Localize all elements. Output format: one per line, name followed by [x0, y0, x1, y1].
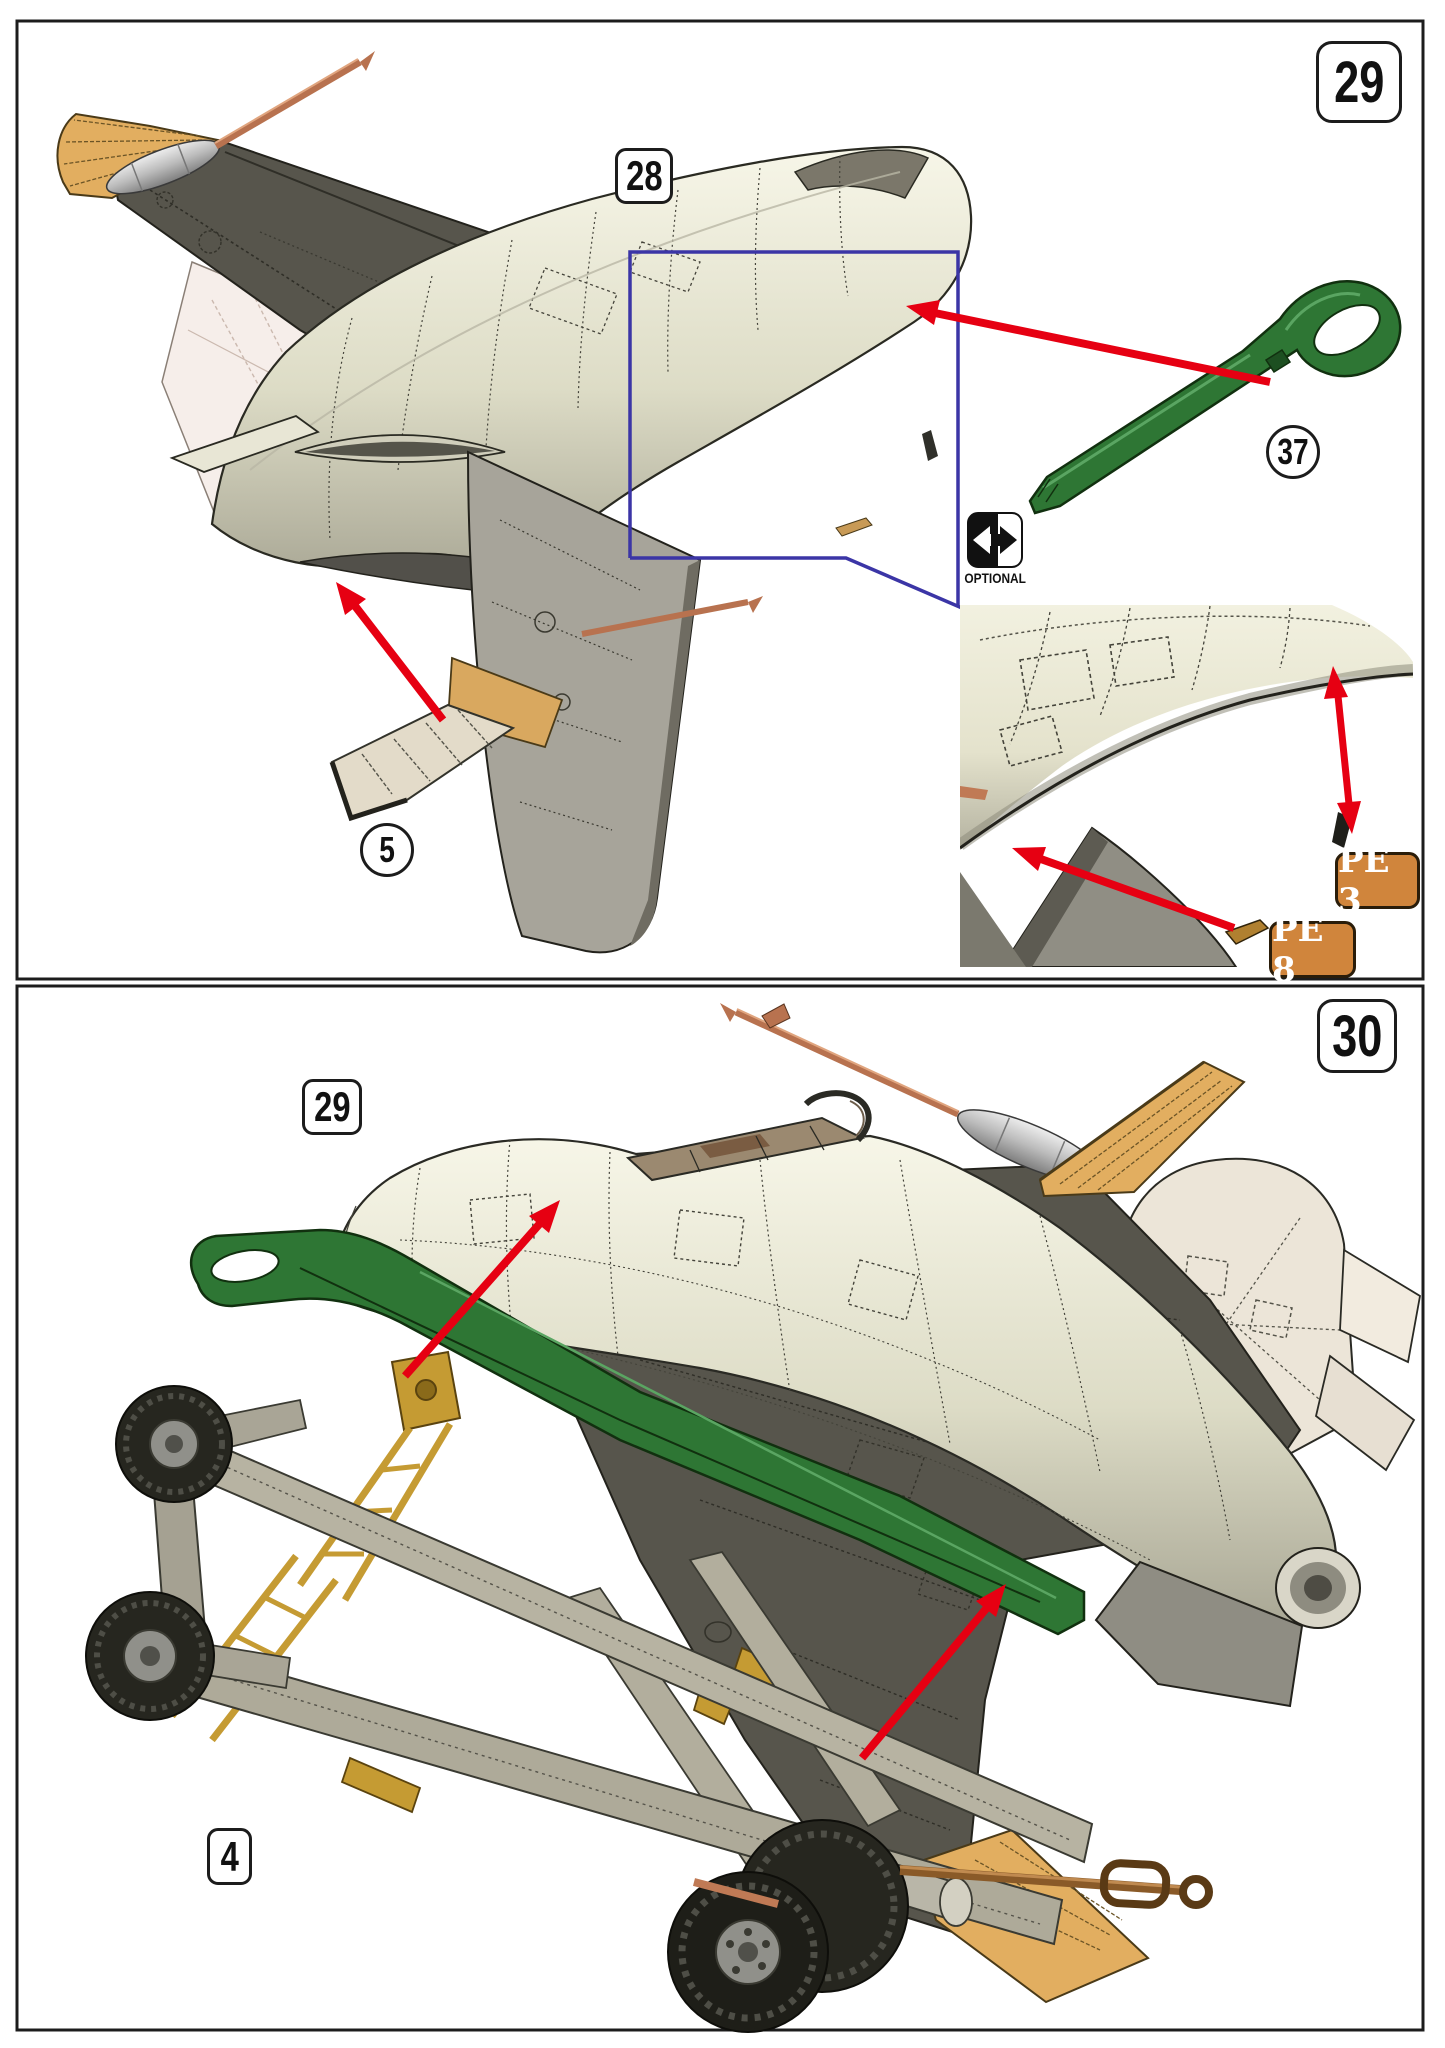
arrow-pe3: [1324, 666, 1361, 834]
callout-part-37: 37: [1266, 425, 1320, 479]
nose-blade: [169, 414, 320, 473]
green-strap: [189, 1228, 1086, 1636]
optional-icon: [967, 512, 1023, 568]
pitot-tube-2: [720, 1003, 960, 1118]
arrow-strap-to-cockpit: [402, 1200, 560, 1379]
callout-part-4: 4: [207, 1828, 252, 1885]
step29-aircraft: [56, 51, 1413, 967]
arrow-trailer-to-tail: [858, 1584, 1006, 1761]
arrow-pe8: [1012, 847, 1236, 932]
pe8-part: [1224, 919, 1270, 945]
tail-fairing: [1094, 1560, 1304, 1708]
pitot-tube: [214, 51, 375, 150]
step-29-badge: 29: [1316, 41, 1402, 123]
front-wheel-upper: [115, 1385, 308, 1503]
loose-pe-part-dark: [922, 430, 938, 461]
front-wheel-lower: [85, 1591, 292, 1721]
trailer: [85, 1385, 1213, 2033]
callout-assembly-29: 29: [302, 1079, 362, 1135]
rear-wheels: [667, 1819, 973, 2033]
tow-bar: [692, 1859, 1213, 1909]
step-30-badge: 30: [1317, 999, 1397, 1073]
callout-assembly-28: 28: [615, 148, 673, 204]
detail-inset: [960, 605, 1413, 967]
callout-part-5: 5: [360, 823, 414, 877]
canopy: [625, 1090, 872, 1182]
wingtip-fabric-upper: [1038, 1060, 1246, 1198]
loose-pe-part-gold: [835, 517, 873, 537]
part-5-panel: [329, 703, 516, 822]
part-37-pylon: [1028, 280, 1402, 515]
tail-rod: [581, 599, 749, 637]
wingtip-fairing: [105, 139, 221, 195]
vertical-fin: [447, 450, 763, 954]
pe8-tag: PE 8: [1269, 910, 1356, 990]
detail-zoom-frame: [628, 250, 963, 610]
fuselage-2: [330, 1134, 1361, 1708]
step-30-number: 30: [1331, 1003, 1383, 1069]
arrow-part37: [906, 300, 1271, 386]
inset-gun-barrel: [960, 786, 988, 800]
arrow-part5: [336, 582, 447, 723]
pe3-tag: PE 3: [1335, 841, 1420, 921]
step30-aircraft-on-trailer: [85, 1003, 1421, 2033]
step-29-number: 29: [1333, 49, 1385, 115]
panel-frames: [15, 19, 1425, 2032]
optional-label: OPTIONAL: [964, 570, 1026, 586]
